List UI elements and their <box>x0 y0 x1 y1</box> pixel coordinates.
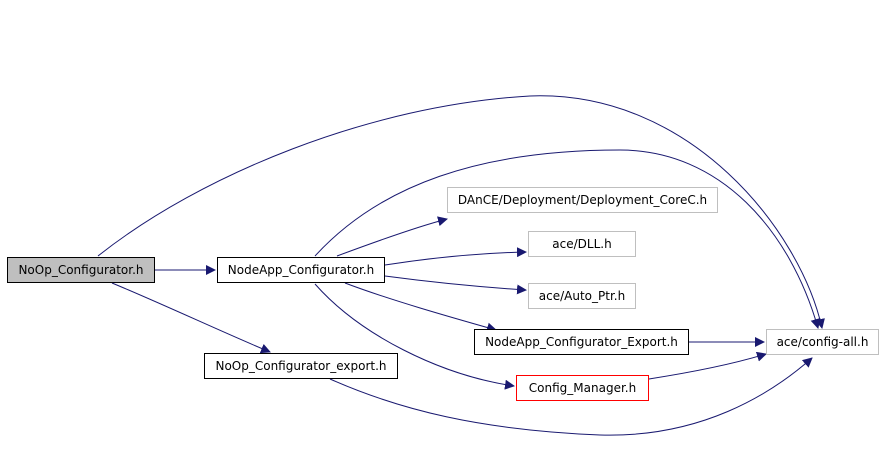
node-ace-auto-ptr[interactable]: ace/Auto_Ptr.h <box>528 283 636 309</box>
node-noop-configurator-export[interactable]: NoOp_Configurator_export.h <box>204 353 398 379</box>
edge-nodeapp-to-nodeapp_export <box>344 282 497 333</box>
edge-noop_export-to-config_all <box>329 357 813 436</box>
node-deployment-corec[interactable]: DAnCE/Deployment/Deployment_CoreC.h <box>447 187 718 213</box>
edge-nodeapp-to-config_mgr <box>314 283 515 390</box>
node-ace-config-all[interactable]: ace/config-all.h <box>766 329 879 355</box>
node-noop-configurator[interactable]: NoOp_Configurator.h <box>7 257 155 283</box>
node-ace-dll[interactable]: ace/DLL.h <box>528 231 636 257</box>
edge-config_mgr-to-config_all <box>648 351 767 380</box>
node-nodeapp-configurator[interactable]: NodeApp_Configurator.h <box>217 257 385 283</box>
node-nodeapp-configurator-export[interactable]: NodeApp_Configurator_Export.h <box>474 329 689 355</box>
edge-nodeapp-to-dance <box>336 216 448 257</box>
edge-nodeapp-to-dll <box>384 247 527 266</box>
edge-nodeapp-to-config_all <box>314 149 821 329</box>
edge-noop-to-noop_export <box>111 282 271 354</box>
node-config-manager[interactable]: Config_Manager.h <box>516 375 649 401</box>
edge-nodeapp-to-autoptr <box>384 275 527 295</box>
edge-noop-to-config_all <box>97 95 825 329</box>
